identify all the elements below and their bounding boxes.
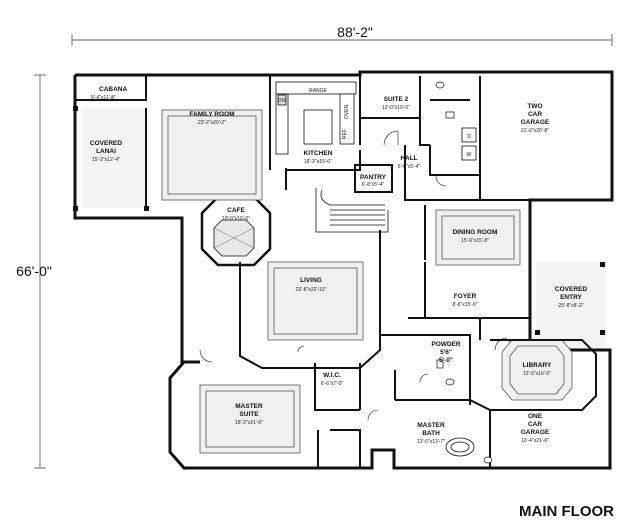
entry-name2: ENTRY <box>560 294 582 301</box>
hall-name: HALL <box>400 155 417 162</box>
master-suite-name2: SUITE <box>239 411 259 418</box>
dimension-lines <box>34 34 613 469</box>
master-suite-name1: MASTER <box>235 403 263 410</box>
living-name: LIVING <box>300 277 322 284</box>
kitchen-counters <box>275 81 357 155</box>
door-swings <box>199 130 508 421</box>
overall-depth-label: 66'-0" <box>16 263 52 279</box>
interior-walls <box>75 76 612 468</box>
master-bath-tub <box>445 437 475 457</box>
cabana-dim: 5'-4"x11'-8" <box>91 95 116 101</box>
garage2-name2: CAR <box>528 111 542 118</box>
hall-dim: 6'-0"x5'-4" <box>398 164 421 170</box>
garage1-dim: 10'-4"x21'-0" <box>521 438 549 444</box>
family-room-dim: 23'-2"x20'-2" <box>198 120 226 126</box>
pantry-name: PANTRY <box>360 174 387 181</box>
pantry-dim: 6'-8"x5'-4" <box>362 182 385 188</box>
library-dim: 12'-0"x16'-0" <box>523 371 551 377</box>
cafe-dim: 10'-0"x10'-0" <box>222 216 250 222</box>
dining-dim: 15'-0"x15'-8" <box>461 238 489 244</box>
lanai-name1: COVERED <box>90 140 122 147</box>
garage2-name3: GARAGE <box>521 119 550 126</box>
dw-label: DW <box>278 98 287 104</box>
oven-label: OVEN <box>344 105 350 120</box>
cabana-name: CABANA <box>99 86 127 93</box>
powder-dim1: 5'6" <box>440 349 452 356</box>
library-walls <box>490 339 597 411</box>
plan-title: MAIN FLOOR <box>519 503 614 520</box>
suite2-dim: 12'-0"x10'-0" <box>382 105 410 111</box>
lanai-name2: LANAI <box>96 148 116 155</box>
washer-label: W <box>467 152 472 158</box>
master-bath-dim: 13'-0"x13'-7" <box>417 439 445 445</box>
overall-width-label: 88'-2" <box>337 24 373 40</box>
garage1-name3: GARAGE <box>521 429 550 436</box>
living-dim: 23'-8"x22'-10" <box>296 287 327 293</box>
foyer-dim: 8'-8"x15'-8" <box>452 302 477 308</box>
plumbing-fixtures <box>435 81 493 464</box>
powder-dim2: 5'-0" <box>439 357 453 364</box>
cafe-octagon <box>200 195 272 267</box>
floor-fills <box>82 108 606 350</box>
lanai-columns <box>73 106 605 335</box>
master-bath-name1: MASTER <box>417 422 445 429</box>
entry-name1: COVERED <box>555 286 587 293</box>
dryer-label: D <box>467 134 471 140</box>
wic-name: W.I.C. <box>323 372 341 379</box>
exterior-walls <box>73 70 614 470</box>
library-name: LIBRARY <box>523 362 552 369</box>
cafe-name: CAFE <box>227 207 245 214</box>
room-labels: CABANA 5'-4"x11'-8" COVERED LANAI 15'-2"… <box>90 86 587 445</box>
living-room-bay <box>239 230 381 369</box>
family-room-name: FAMILY ROOM <box>189 111 234 118</box>
range-label: RANGE <box>309 88 327 94</box>
tray-ceilings <box>161 109 573 454</box>
foyer-name: FOYER <box>454 293 477 300</box>
laundry-appliances <box>461 127 477 161</box>
dining-name: DINING ROOM <box>453 229 498 236</box>
master-suite-dim: 18'-2"x21'-6" <box>235 420 263 426</box>
garage2-name1: TWO <box>527 103 542 110</box>
suite2-name: SUITE 2 <box>384 96 409 103</box>
garage1-name2: CAR <box>528 421 542 428</box>
lanai-dim: 15'-2"x12'-4" <box>92 157 120 163</box>
wic-dim: 6'-6"x7'-0" <box>321 381 344 387</box>
powder-name: POWDER <box>431 341 461 348</box>
fixture-labels: RANGE DW OVEN REF D W <box>278 88 472 158</box>
staircase <box>315 188 389 233</box>
master-bath-name2: BATH <box>422 430 440 437</box>
garage1-name1: ONE <box>528 413 543 420</box>
ref-label: REF <box>342 129 348 139</box>
kitchen-name: KITCHEN <box>304 150 333 157</box>
entry-dim: 23'-8"x8'-2" <box>558 303 583 309</box>
garage2-dim: 21'-0"x20'-8" <box>521 128 549 134</box>
kitchen-dim: 18'-2"x15'-0" <box>304 159 332 165</box>
